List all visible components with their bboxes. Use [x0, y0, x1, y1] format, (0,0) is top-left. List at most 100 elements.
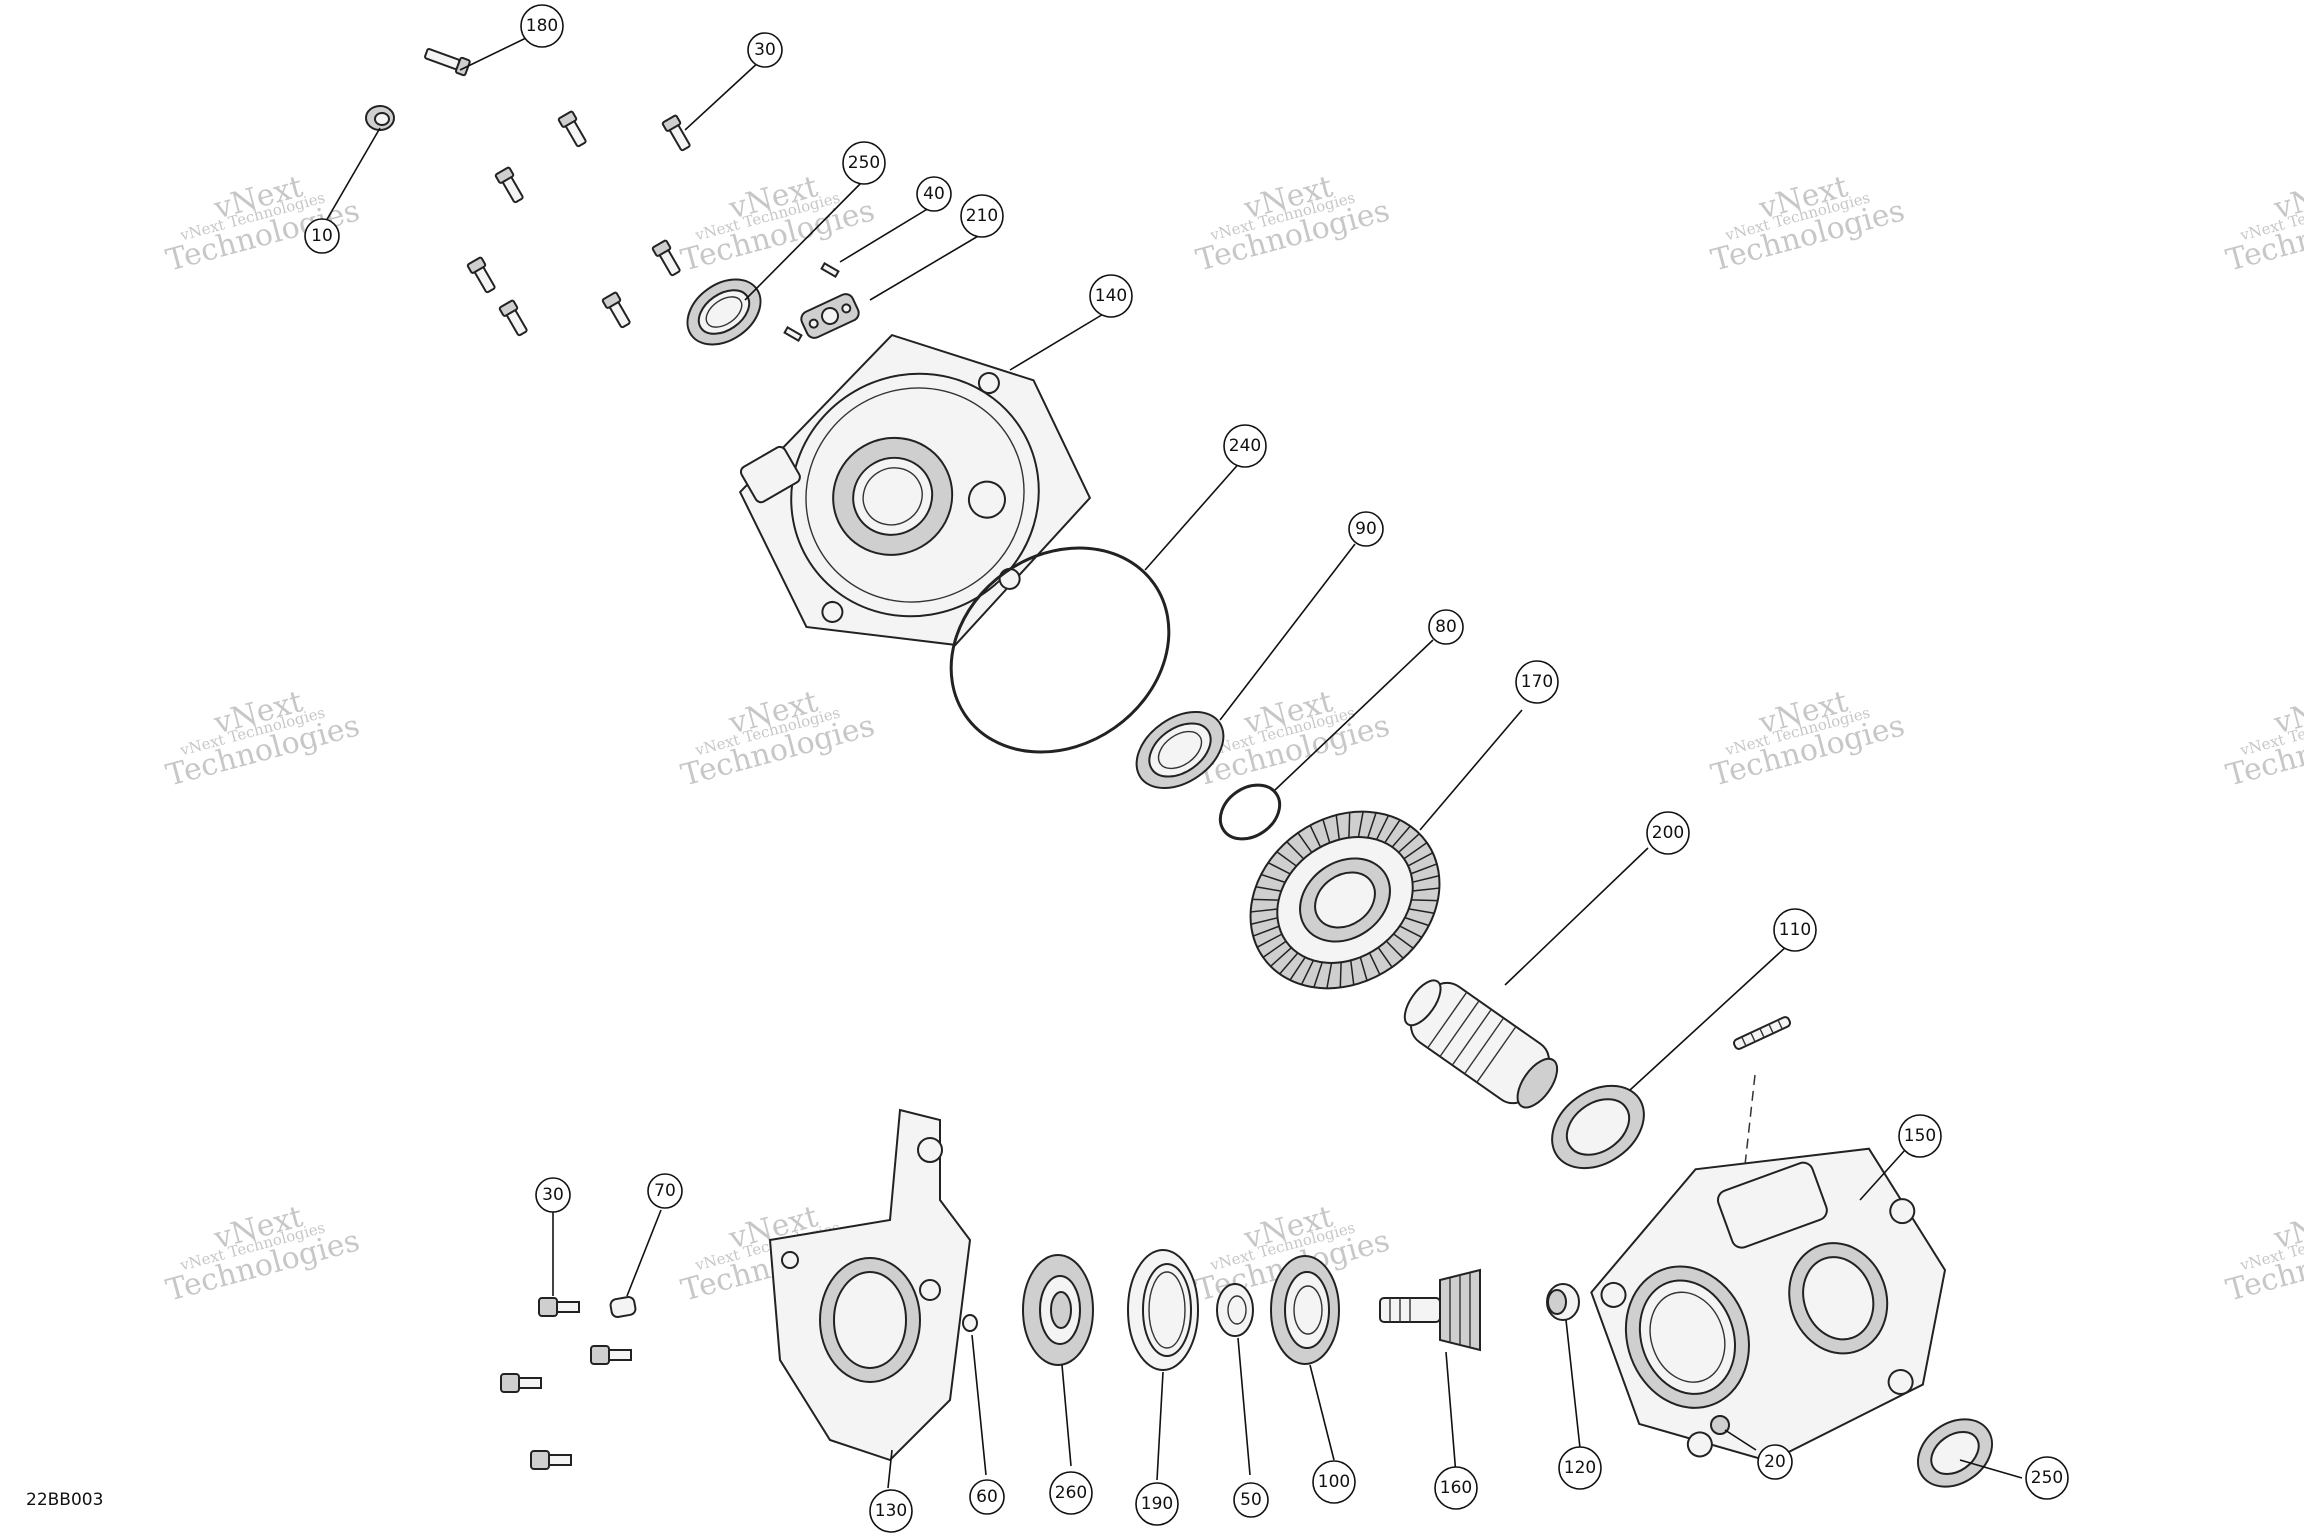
callout-60[interactable]: 60 — [969, 1479, 1005, 1515]
bolt-h — [500, 1373, 542, 1393]
callout-210[interactable]: 210 — [960, 194, 1004, 238]
svg-text:50: 50 — [1240, 1490, 1262, 1510]
callout-40[interactable]: 40 — [916, 176, 952, 212]
gear-tooth — [1375, 815, 1390, 840]
parts-layer — [365, 48, 1994, 1488]
gear-tooth — [1286, 841, 1305, 860]
seal-250a — [686, 278, 762, 346]
gear-tooth — [1252, 925, 1280, 937]
screw-40 — [820, 262, 840, 278]
bolt-a — [557, 110, 587, 148]
svg-text:160: 160 — [1440, 1478, 1472, 1498]
callout-250-top[interactable]: 250 — [842, 141, 886, 185]
gear-tooth — [1348, 812, 1351, 838]
seal-110 — [1551, 1084, 1645, 1170]
gear-tooth — [1250, 908, 1278, 913]
main-housing-150 — [1590, 1147, 1947, 1463]
callout-30-top[interactable]: 30 — [747, 32, 783, 68]
ring-190 — [1127, 1249, 1199, 1371]
callout-50[interactable]: 50 — [1233, 1482, 1269, 1518]
gear-tooth — [1252, 898, 1279, 901]
svg-text:90: 90 — [1355, 519, 1377, 539]
svg-text:70: 70 — [654, 1181, 676, 1201]
callout-140[interactable]: 140 — [1089, 274, 1133, 318]
o-ring-240 — [949, 546, 1171, 754]
sensor-210 — [800, 293, 860, 339]
callout-240[interactable]: 240 — [1223, 424, 1267, 468]
bolt-30a — [661, 114, 691, 152]
gear-tooth — [1410, 863, 1438, 875]
gear-tooth — [1309, 825, 1322, 848]
callout-100[interactable]: 100 — [1312, 1460, 1356, 1504]
shim-80 — [1218, 783, 1282, 841]
gear-tooth — [1385, 940, 1404, 959]
svg-text:150: 150 — [1904, 1126, 1936, 1146]
gear-tooth — [1404, 916, 1430, 927]
gear-tooth — [1411, 899, 1438, 902]
callout-260[interactable]: 260 — [1049, 1471, 1093, 1515]
bolt-d — [466, 256, 496, 294]
gear-tooth — [1408, 908, 1435, 914]
gear-tooth — [1256, 933, 1283, 948]
bolt-i — [530, 1450, 572, 1470]
callout-130[interactable]: 130 — [869, 1489, 913, 1533]
gear-tooth — [1326, 962, 1333, 989]
gear-tooth — [1391, 825, 1411, 848]
bolt-g — [590, 1345, 632, 1365]
bolt-e — [498, 299, 528, 337]
callout-180[interactable]: 180 — [520, 4, 564, 48]
nut-50 — [1216, 1283, 1254, 1337]
gear-tooth — [1322, 819, 1331, 843]
svg-text:140: 140 — [1095, 286, 1127, 306]
diagram-code: 22BB003 — [26, 1490, 104, 1510]
callout-170[interactable]: 170 — [1515, 660, 1559, 704]
callout-200[interactable]: 200 — [1646, 811, 1690, 855]
gear-tooth — [1384, 819, 1401, 844]
svg-text:130: 130 — [875, 1501, 907, 1521]
callout-70[interactable]: 70 — [647, 1173, 683, 1209]
pinion-shaft-160 — [1379, 1268, 1481, 1352]
gear-tooth — [1313, 962, 1323, 988]
bolt-b — [494, 166, 524, 204]
bearing-100 — [1270, 1255, 1340, 1365]
svg-text:210: 210 — [966, 206, 998, 226]
gear-tooth — [1377, 947, 1393, 968]
gear-tooth — [1300, 960, 1315, 985]
callout-110[interactable]: 110 — [1773, 908, 1817, 952]
callout-160[interactable]: 160 — [1434, 1466, 1478, 1510]
gear-tooth — [1357, 811, 1364, 838]
callout-150[interactable]: 150 — [1898, 1114, 1942, 1158]
callout-120[interactable]: 120 — [1558, 1446, 1602, 1490]
housing-cover-140 — [738, 333, 1092, 646]
gear-tooth — [1359, 957, 1368, 981]
bushing-60 — [962, 1314, 978, 1332]
bolt-c — [651, 239, 681, 277]
svg-text:240: 240 — [1229, 436, 1261, 456]
gear-tooth — [1368, 952, 1381, 975]
differential-200 — [1403, 979, 1559, 1109]
callout-80[interactable]: 80 — [1428, 609, 1464, 645]
callout-30-bottom[interactable]: 30 — [535, 1177, 571, 1213]
svg-text:120: 120 — [1564, 1458, 1596, 1478]
gear-tooth — [1250, 917, 1278, 925]
gear-tooth — [1289, 956, 1306, 981]
callout-90[interactable]: 90 — [1348, 511, 1384, 547]
callout-10[interactable]: 10 — [304, 218, 340, 254]
callout-20[interactable]: 20 — [1757, 1444, 1793, 1480]
seal-250b — [1916, 1418, 1994, 1488]
callout-190[interactable]: 190 — [1135, 1482, 1179, 1526]
svg-text:80: 80 — [1435, 617, 1457, 637]
gear-tooth — [1339, 962, 1342, 988]
svg-text:250: 250 — [848, 153, 880, 173]
callout-layer: 180 30 10 250 40 210 140 240 90 80 170 2… — [304, 4, 2069, 1533]
callout-250-bottom[interactable]: 250 — [2025, 1456, 2069, 1500]
washer-10 — [365, 105, 395, 131]
gear-tooth — [1270, 947, 1292, 967]
screw-small — [783, 326, 803, 342]
